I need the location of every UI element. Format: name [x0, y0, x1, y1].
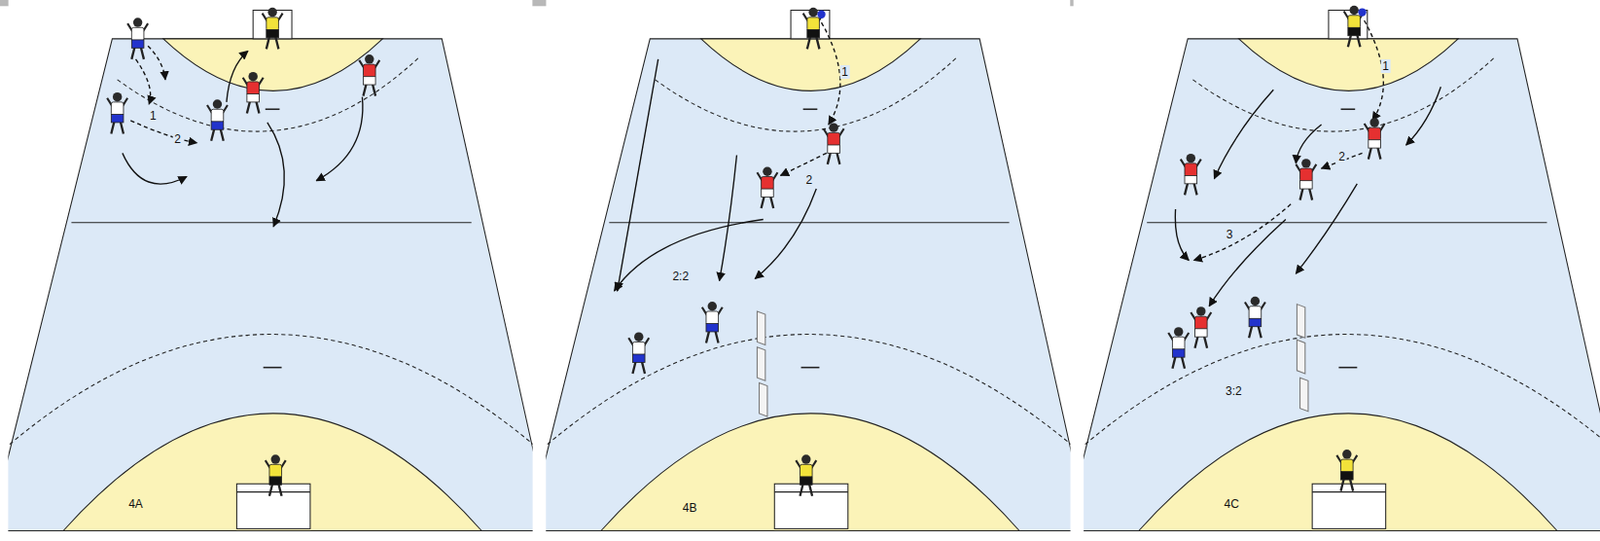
goalkeeper: [795, 454, 817, 496]
centre-line: [1146, 221, 1547, 223]
court-panel: [527, 0, 1089, 541]
court-panel: [1065, 0, 1600, 541]
run-arrow: [614, 219, 764, 291]
ball: [817, 9, 825, 18]
defender: [106, 92, 128, 134]
attacker: [1180, 153, 1202, 195]
goal: [774, 483, 849, 529]
panel-label: 4B: [680, 500, 700, 515]
defender: [702, 301, 723, 343]
run-arrow: [226, 50, 249, 102]
callout-number: 1: [839, 65, 851, 79]
run-arrow: [316, 97, 363, 181]
run-arrow: [267, 122, 285, 227]
goalkeeper: [265, 454, 286, 496]
defender: [628, 331, 649, 373]
attacker: [823, 122, 845, 164]
marker-pole: [756, 311, 765, 346]
pass-arrow: [147, 45, 166, 80]
attacker: [243, 71, 264, 113]
attacker: [1364, 117, 1386, 159]
run-arrow: [719, 154, 738, 281]
run-arrow: [1295, 183, 1357, 274]
ball: [1357, 7, 1366, 16]
court-panel: [0, 0, 552, 541]
marker-pole: [1296, 304, 1305, 339]
court-floor: [7, 38, 533, 532]
callout-number: 1: [1380, 59, 1391, 73]
panel-label: 4C: [1222, 497, 1242, 511]
attacker: [1295, 158, 1316, 200]
callout-number: 2: [1336, 149, 1348, 164]
player-ratio: 2:2: [670, 269, 691, 284]
attacker: [358, 54, 380, 96]
player-ratio: 3:2: [1223, 384, 1245, 398]
callout-number: 3: [1224, 227, 1236, 242]
run-arrow: [1174, 209, 1189, 260]
goal-area: [601, 413, 1020, 532]
court-floor: [1083, 38, 1600, 532]
seven-metre-mark: [801, 366, 820, 369]
defender: [1168, 326, 1189, 368]
run-arrow: [754, 188, 817, 279]
seven-metre-mark: [803, 107, 818, 110]
run-arrow: [1295, 124, 1321, 164]
goal-area: [701, 38, 922, 92]
defender: [1244, 296, 1266, 338]
goal: [236, 483, 311, 529]
callout-number: 2: [172, 132, 183, 146]
seven-metre-mark: [1341, 107, 1356, 110]
pass-arrow: [136, 59, 151, 105]
pass-arrow: [821, 22, 841, 125]
seven-metre-mark: [263, 366, 283, 369]
run-arrow: [122, 152, 187, 184]
goal: [1312, 483, 1387, 529]
goalkeeper: [262, 7, 284, 49]
run-arrow: [1208, 219, 1286, 307]
marker-pole: [756, 347, 765, 382]
defender: [207, 99, 228, 141]
seven-metre-mark: [1338, 366, 1357, 369]
attacker: [756, 167, 778, 209]
run-arrow: [1406, 86, 1442, 145]
callout-number: 2: [804, 173, 816, 187]
marker-pole: [759, 382, 768, 417]
panel-label: 4A: [126, 497, 145, 511]
centre-line: [608, 221, 1009, 223]
marker-pole: [1300, 377, 1309, 412]
free-throw-line: [655, 56, 960, 132]
defender: [127, 17, 148, 59]
run-arrow: [1213, 89, 1274, 178]
pass-arrow: [130, 120, 197, 143]
free-throw-line: [117, 56, 422, 132]
seven-metre-mark: [265, 107, 281, 110]
goal-area: [63, 413, 482, 532]
goalkeeper: [1336, 449, 1357, 491]
centre-line: [71, 221, 471, 223]
free-throw-line: [1192, 56, 1496, 132]
marker-pole: [1296, 339, 1305, 374]
goal-area: [163, 38, 384, 92]
attacker: [1190, 306, 1211, 348]
callout-number: 1: [147, 108, 159, 123]
goal-area: [1138, 413, 1558, 532]
court-floor: [545, 38, 1070, 532]
pass-arrow: [1193, 204, 1291, 261]
